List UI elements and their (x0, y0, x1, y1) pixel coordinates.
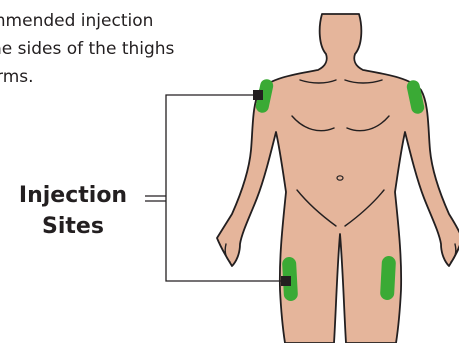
bracket-end-marker-thigh (281, 276, 291, 286)
injection-site-right-thigh (380, 256, 396, 301)
bracket-end-marker-arm (253, 90, 263, 100)
body-outline (217, 14, 459, 343)
body-silhouette (217, 14, 459, 343)
